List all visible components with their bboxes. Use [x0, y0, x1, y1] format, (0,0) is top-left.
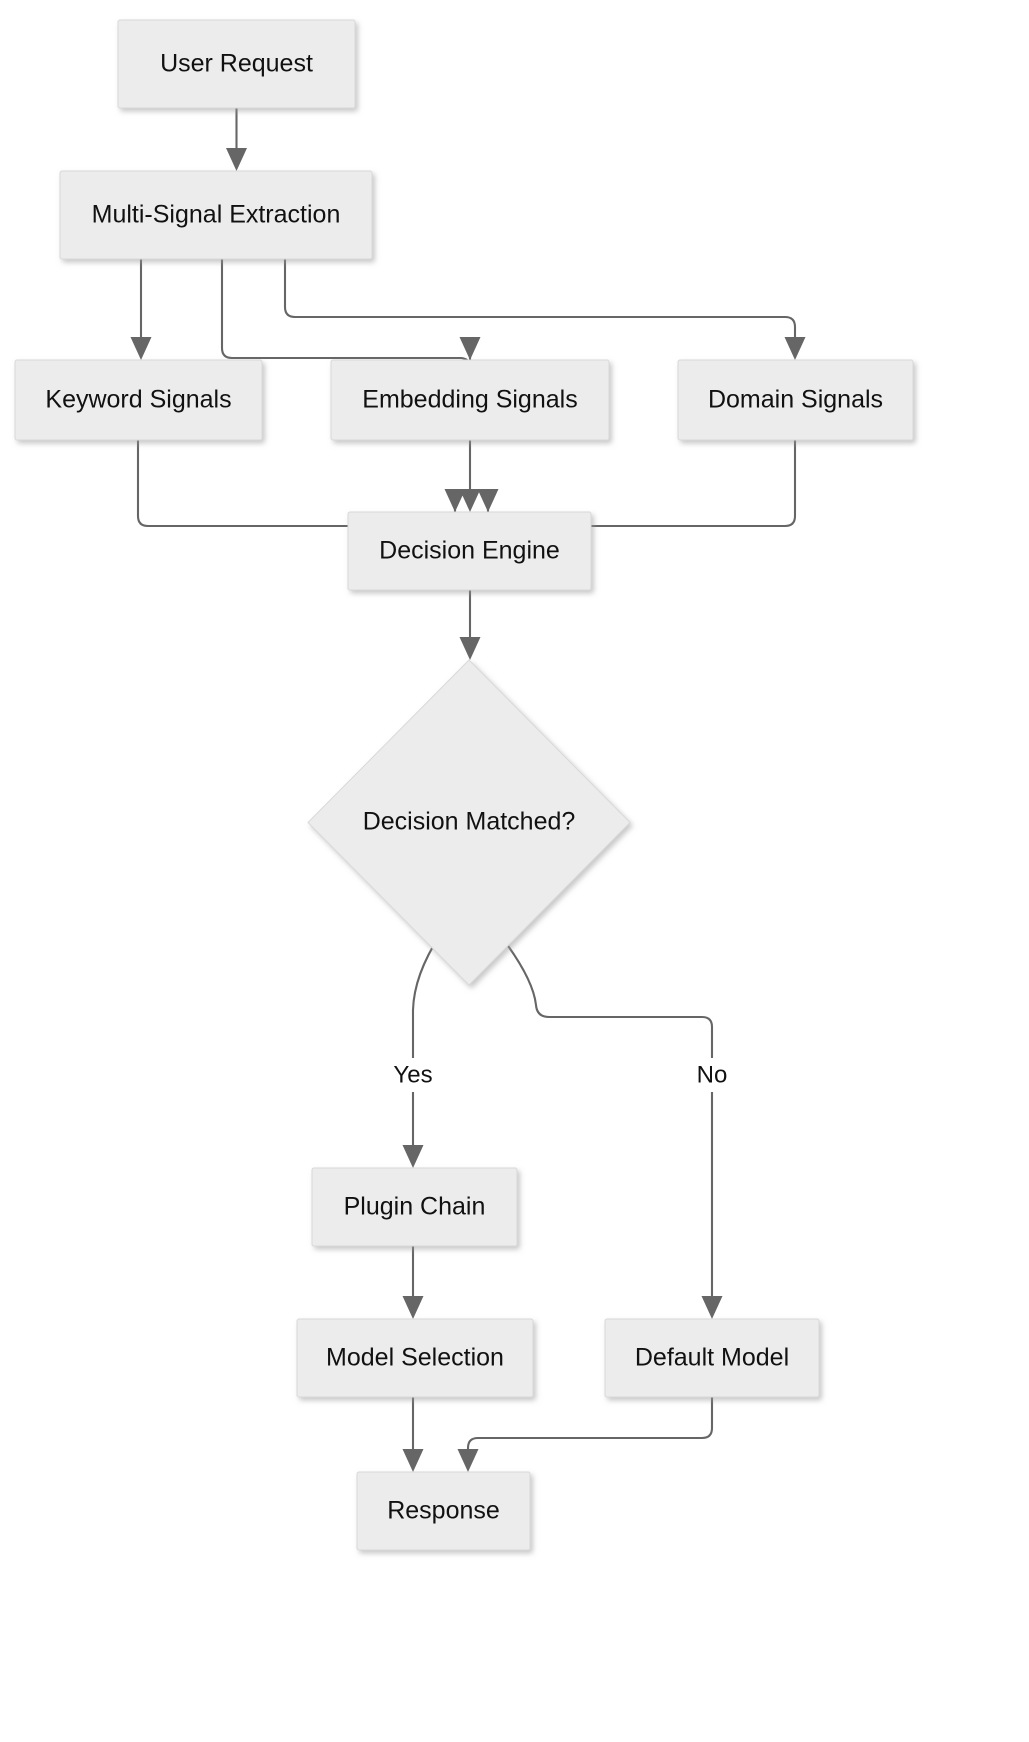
node-user-request-box[interactable]	[117, 19, 356, 109]
arrow-head-icon	[402, 1145, 424, 1168]
node-model-selection-box[interactable]	[296, 1318, 534, 1398]
node-embedding-signals[interactable]: Embedding Signals	[330, 359, 610, 441]
node-multi-signal-extraction[interactable]: Multi-Signal Extraction	[59, 170, 373, 260]
arrow-head-icon	[459, 337, 481, 360]
node-domain-signals-box[interactable]	[677, 359, 914, 441]
edge-multi-signal-to-domain-signals	[283, 259, 806, 360]
node-keyword-signals-box[interactable]	[14, 359, 263, 441]
node-plugin-chain-box[interactable]	[311, 1167, 518, 1247]
arrow-head-icon	[784, 337, 806, 360]
edge-label-no: No	[697, 1061, 728, 1088]
arrow-head-icon	[444, 489, 466, 512]
node-plugin-chain[interactable]: Plugin Chain	[311, 1167, 518, 1247]
node-layer: User Request Multi-Signal Extraction Key…	[14, 19, 914, 1551]
node-decision-engine-box[interactable]	[347, 511, 592, 591]
arrow-head-icon	[701, 1296, 723, 1319]
node-multi-signal-extraction-box[interactable]	[59, 170, 373, 260]
arrow-head-icon	[402, 1296, 424, 1319]
node-default-model[interactable]: Default Model	[604, 1318, 820, 1398]
node-plugin-chain-label: Plugin Chain	[344, 1193, 486, 1221]
node-domain-signals-label: Domain Signals	[708, 386, 883, 414]
arrow-head-icon	[130, 337, 152, 360]
arrow-head-icon	[459, 637, 481, 660]
edge-layer: Yes No	[130, 108, 806, 1472]
node-keyword-signals[interactable]: Keyword Signals	[14, 359, 263, 441]
node-embedding-signals-label: Embedding Signals	[362, 386, 577, 414]
edge-decision-engine-to-decision-matched	[459, 590, 481, 660]
arrow-head-icon	[402, 1449, 424, 1472]
node-decision-matched-diamond[interactable]	[307, 659, 631, 986]
edge-multi-signal-to-embedding-signals	[220, 259, 481, 370]
edge-label-backdrop	[386, 1058, 442, 1092]
arrow-head-icon	[459, 489, 481, 512]
arrow-head-icon	[226, 148, 247, 171]
edge-plugin-chain-to-model-selection	[402, 1246, 424, 1319]
edge-multi-signal-to-keyword-signals	[130, 259, 152, 360]
edge-model-selection-to-response	[402, 1397, 424, 1472]
node-response[interactable]: Response	[356, 1471, 531, 1551]
node-decision-engine[interactable]: Decision Engine	[347, 511, 592, 591]
node-decision-matched[interactable]: Decision Matched?	[307, 659, 631, 986]
node-embedding-signals-box[interactable]	[330, 359, 610, 441]
node-user-request-label: User Request	[160, 50, 313, 78]
node-multi-signal-extraction-label: Multi-Signal Extraction	[92, 201, 341, 229]
node-model-selection[interactable]: Model Selection	[296, 1318, 534, 1398]
arrow-head-icon	[477, 489, 499, 512]
edge-label-yes: Yes	[393, 1061, 432, 1088]
edge-embedding-signals-to-decision-engine	[459, 440, 481, 512]
node-default-model-label: Default Model	[635, 1344, 789, 1372]
node-response-box[interactable]	[356, 1471, 531, 1551]
edge-user-request-to-multi-signal	[226, 108, 247, 171]
arrow-head-icon	[457, 1449, 479, 1472]
node-keyword-signals-label: Keyword Signals	[45, 386, 231, 414]
node-decision-matched-label: Decision Matched?	[363, 808, 576, 836]
node-decision-engine-label: Decision Engine	[379, 537, 560, 565]
edge-decision-matched-to-plugin-chain: Yes	[386, 934, 442, 1168]
node-model-selection-label: Model Selection	[326, 1344, 504, 1372]
edge-label-backdrop	[688, 1058, 736, 1092]
node-domain-signals[interactable]: Domain Signals	[677, 359, 914, 441]
edge-decision-matched-to-default-model: No	[499, 934, 736, 1319]
node-user-request[interactable]: User Request	[117, 19, 356, 109]
node-response-label: Response	[387, 1497, 500, 1525]
node-default-model-box[interactable]	[604, 1318, 820, 1398]
edge-default-model-to-response	[457, 1397, 714, 1472]
